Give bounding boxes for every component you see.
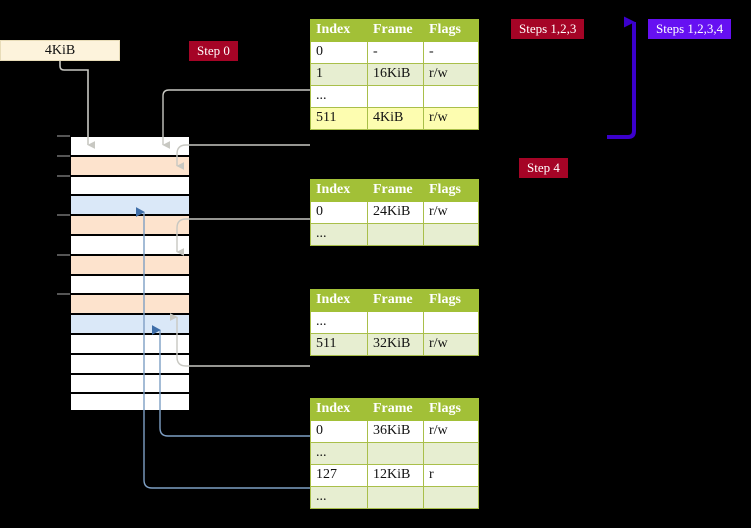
cell-index: 0 (310, 201, 368, 224)
memory-block-4 (70, 214, 190, 234)
table-row: 511 4KiB r/w (310, 107, 479, 130)
badge-steps-1234: Steps 1,2,3,4 (648, 19, 732, 39)
table-row: ... (310, 486, 479, 509)
memory-tick-0 (57, 135, 70, 137)
cell-frame: 36KiB (367, 420, 424, 443)
column-header-frame: Frame (367, 398, 424, 421)
cell-flags: r/w (423, 107, 479, 130)
table-header-row: Index Frame Flags (310, 398, 479, 421)
cell-flags: r (423, 464, 479, 487)
table-header-row: Index Frame Flags (310, 179, 479, 202)
column-header-flags: Flags (423, 289, 479, 312)
memory-block-0 (70, 135, 190, 155)
memory-tick-4 (57, 214, 70, 217)
cell-frame: 16KiB (367, 63, 424, 86)
cell-flags: - (423, 41, 479, 64)
table-row: ... (310, 223, 479, 246)
cell-flags (423, 85, 479, 108)
page-table-level-2: Index Frame Flags ... 511 32KiB r/w (310, 289, 479, 356)
column-header-flags: Flags (423, 179, 479, 202)
memory-block-1 (70, 154, 190, 175)
memory-tick-1 (57, 154, 70, 157)
column-header-flags: Flags (423, 398, 479, 421)
table-row: 0 - - (310, 41, 479, 64)
badge-step-4: Step 4 (519, 158, 568, 178)
column-header-frame: Frame (367, 19, 424, 42)
memory-block-12 (70, 372, 190, 393)
cell-frame (367, 223, 424, 246)
memory-block-8 (70, 293, 190, 314)
memory-block-10 (70, 333, 190, 353)
badge-step-0: Step 0 (189, 41, 238, 61)
memory-block-11 (70, 352, 190, 373)
badge-steps-123: Steps 1,2,3 (511, 19, 585, 39)
memory-block-3 (70, 194, 190, 215)
cell-flags (423, 486, 479, 509)
column-header-frame: Frame (367, 289, 424, 312)
page-table-level-1: Index Frame Flags 0 24KiB r/w ... (310, 179, 479, 246)
table-row: 511 32KiB r/w (310, 333, 479, 356)
table-row: ... (310, 442, 479, 465)
table-row: 0 36KiB r/w (310, 420, 479, 443)
memory-block-2 (70, 174, 190, 195)
cell-index: 0 (310, 420, 368, 443)
cell-index: ... (310, 85, 368, 108)
cell-flags: r/w (423, 333, 479, 356)
table-row: 0 24KiB r/w (310, 201, 479, 224)
cell-frame (367, 85, 424, 108)
cell-index: 0 (310, 41, 368, 64)
table-header-row: Index Frame Flags (310, 289, 479, 312)
cell-flags: r/w (423, 420, 479, 443)
cell-frame: 32KiB (367, 333, 424, 356)
memory-tick-2 (57, 174, 70, 177)
cell-frame (367, 311, 424, 334)
cell-flags (423, 442, 479, 465)
column-header-index: Index (310, 179, 368, 202)
table-row: ... (310, 85, 479, 108)
cell-flags: r/w (423, 63, 479, 86)
cell-index: 127 (310, 464, 368, 487)
column-header-index: Index (310, 19, 368, 42)
cell-index: 511 (310, 107, 368, 130)
table-row: 127 12KiB r (310, 464, 479, 487)
cell-flags (423, 311, 479, 334)
cell-index: ... (310, 442, 368, 465)
cell-index: ... (310, 311, 368, 334)
cell-frame (367, 486, 424, 509)
size-label-4kib: 4KiB (0, 40, 120, 61)
page-table-level-3: Index Frame Flags 0 36KiB r/w ... 127 12… (310, 398, 479, 509)
table-row: ... (310, 311, 479, 334)
memory-block-6 (70, 253, 190, 274)
memory-block-7 (70, 273, 190, 294)
cell-index: ... (310, 223, 368, 246)
column-header-index: Index (310, 289, 368, 312)
cell-index: 1 (310, 63, 368, 86)
cell-frame (367, 442, 424, 465)
memory-tick-8 (57, 293, 70, 296)
memory-tick-6 (57, 253, 70, 256)
cell-frame: 4KiB (367, 107, 424, 130)
physical-memory-column (57, 135, 190, 413)
cell-flags (423, 223, 479, 246)
cell-index: ... (310, 486, 368, 509)
table-row: 1 16KiB r/w (310, 63, 479, 86)
page-table-level-0: Index Frame Flags 0 - - 1 16KiB r/w ... … (310, 19, 479, 130)
table-header-row: Index Frame Flags (310, 19, 479, 42)
memory-block-5 (70, 234, 190, 254)
cell-flags: r/w (423, 201, 479, 224)
memory-block-13 (70, 392, 190, 413)
cell-frame: 24KiB (367, 201, 424, 224)
cell-index: 511 (310, 333, 368, 356)
column-header-index: Index (310, 398, 368, 421)
column-header-flags: Flags (423, 19, 479, 42)
memory-block-9 (70, 313, 190, 333)
cell-frame: - (367, 41, 424, 64)
cell-frame: 12KiB (367, 464, 424, 487)
column-header-frame: Frame (367, 179, 424, 202)
